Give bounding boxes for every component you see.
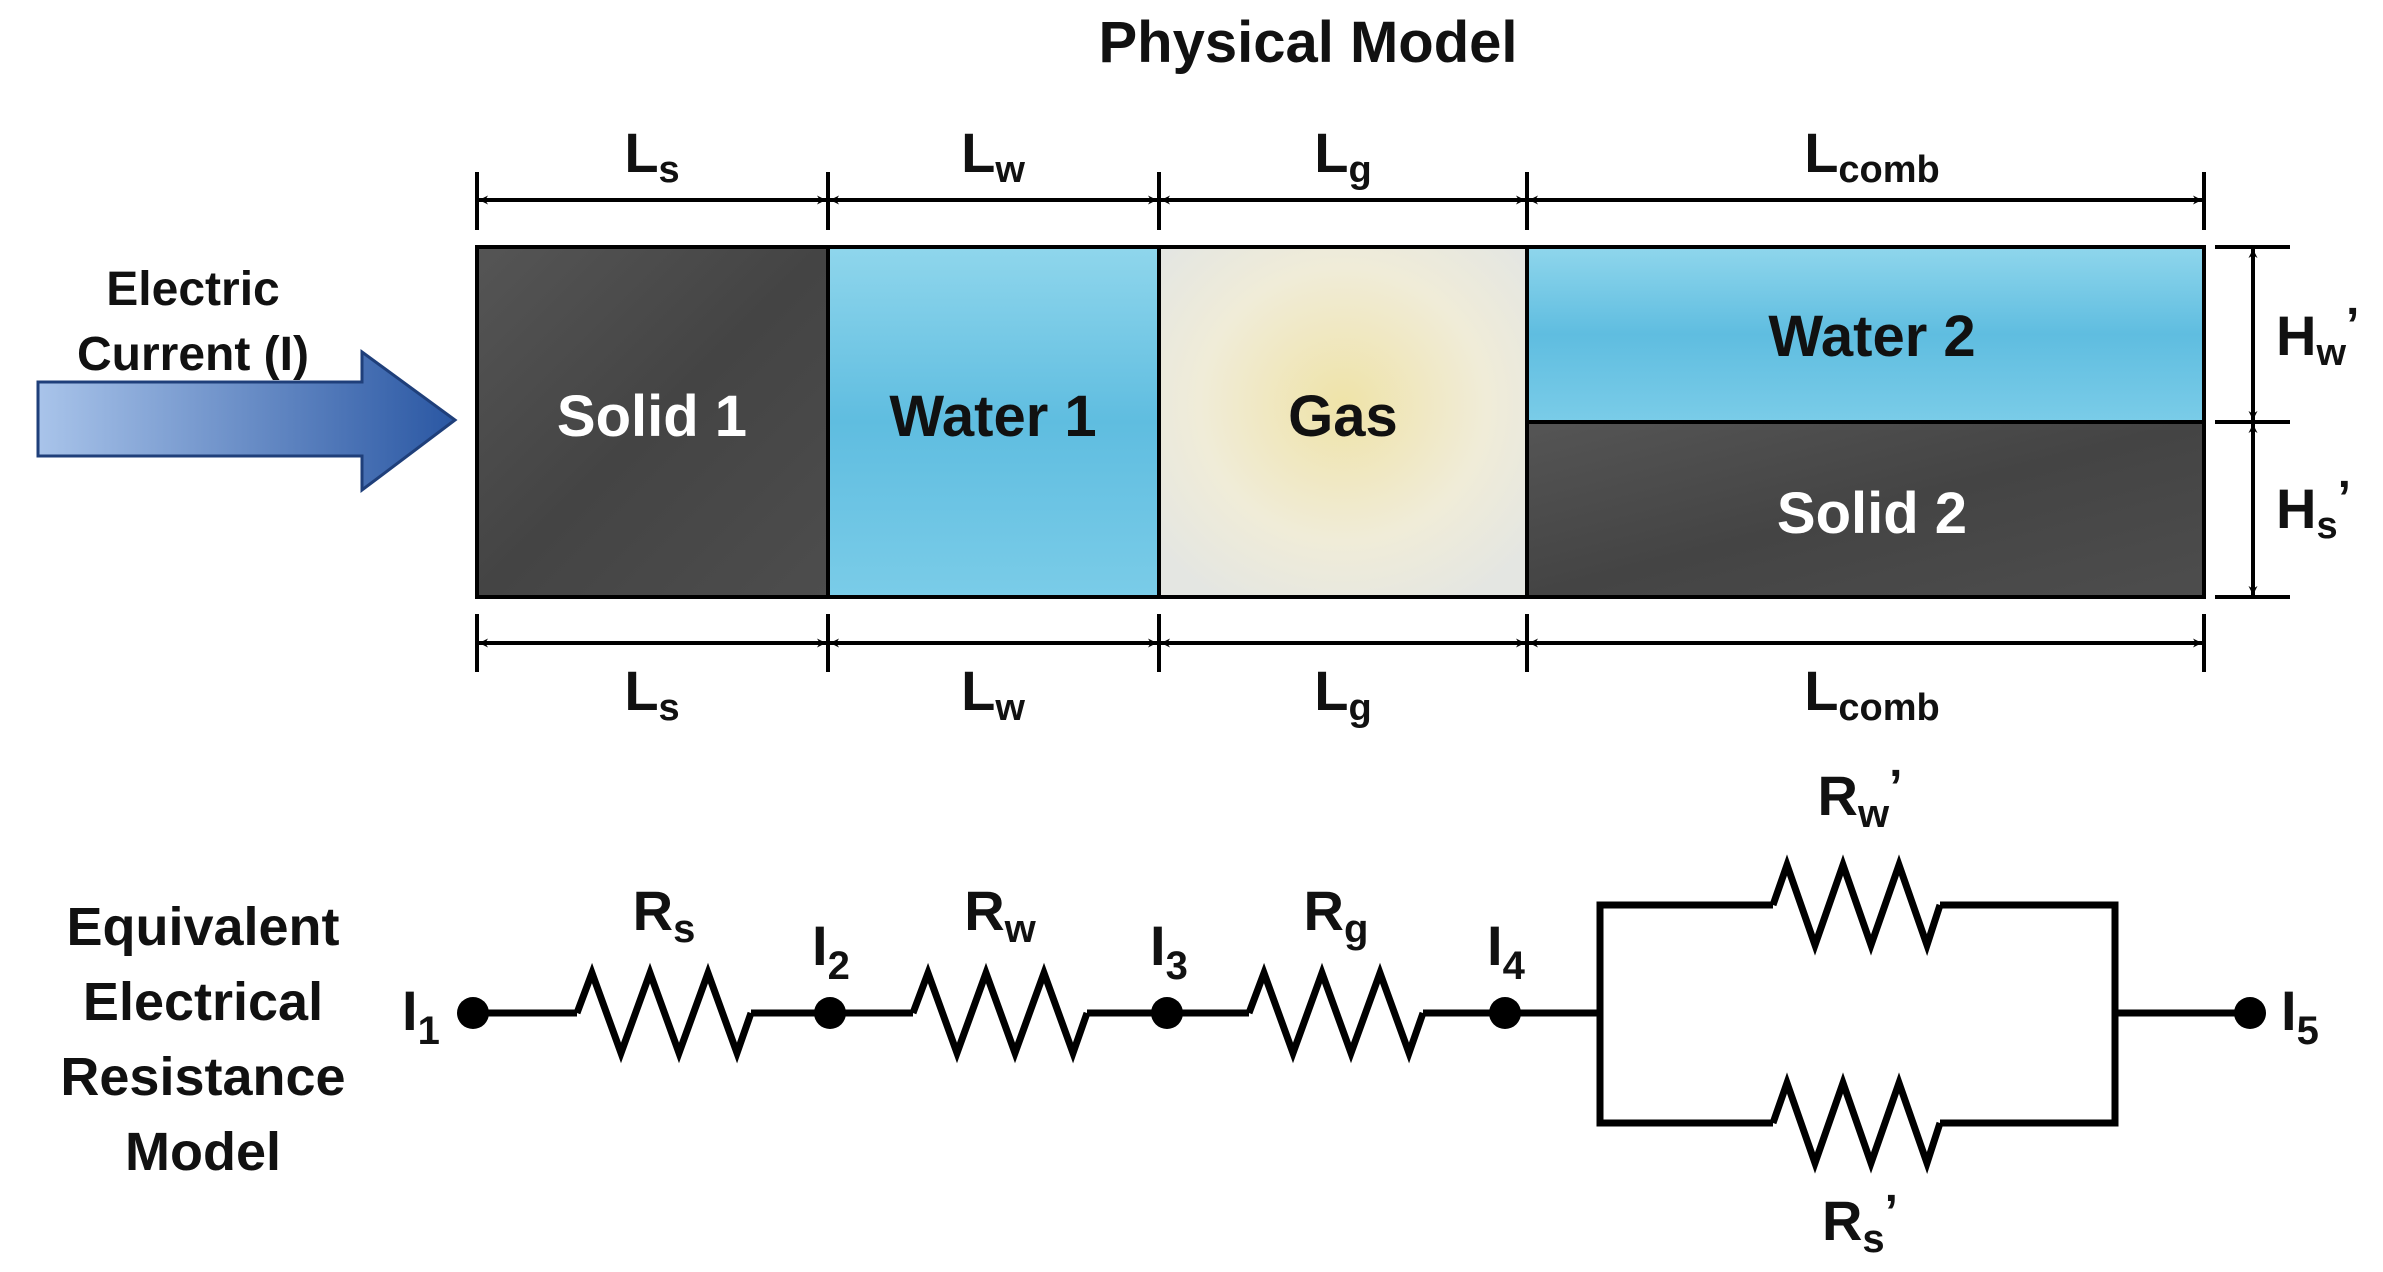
model-label-line1: Equivalent — [66, 897, 339, 957]
node-I1 — [457, 997, 489, 1029]
dim-top-Lcomb: Lcomb — [1804, 121, 1940, 191]
model-label-line4: Model — [125, 1122, 281, 1182]
region-solid-2 — [1527, 422, 2204, 597]
region-solid-1 — [477, 247, 828, 597]
page-title: Physical Model — [1098, 10, 1517, 75]
dim-bottom-Lcomb: Lcomb — [1804, 659, 1940, 729]
node-I2 — [814, 997, 846, 1029]
model-label-line3: Resistance — [60, 1047, 345, 1107]
current-arrow — [36, 349, 458, 494]
node-label-I3: I3 — [1150, 914, 1188, 988]
resistor-Rw — [909, 962, 1091, 1064]
label-solid-1: Solid 1 — [557, 384, 747, 449]
current-label-line1: Electric — [106, 263, 279, 316]
label-gas: Gas — [1288, 384, 1398, 449]
node-label-I1: I1 — [402, 979, 440, 1053]
dim-bottom-Ls: Ls — [624, 659, 679, 729]
node-label-I4: I4 — [1487, 914, 1526, 988]
resistor-Rs-prime — [1769, 1072, 1944, 1174]
label-water-2: Water 2 — [1768, 304, 1975, 369]
node-I4 — [1489, 997, 1521, 1029]
dim-top-Ls: Ls — [624, 121, 679, 191]
dim-top-Lg: Lg — [1314, 121, 1371, 191]
dim-Hs: Hs’ — [2276, 472, 2351, 547]
region-borders — [475, 245, 2206, 599]
resistor-label-Rg: Rg — [1304, 879, 1369, 951]
vertical-dimension-lines — [2215, 245, 2290, 599]
dim-top-Lw: Lw — [961, 121, 1025, 191]
resistor-Rs — [573, 962, 755, 1064]
node-label-I5: I5 — [2281, 979, 2319, 1053]
node-I3 — [1151, 997, 1183, 1029]
resistor-label-Rs: Rs — [633, 879, 696, 951]
node-I5 — [2234, 997, 2266, 1029]
label-solid-2: Solid 2 — [1777, 481, 1967, 546]
region-water-2 — [1527, 247, 2204, 422]
current-label-line2: Current (I) — [77, 328, 309, 381]
resistor-Rw-prime — [1769, 854, 1944, 956]
bottom-dimension-lines — [475, 614, 2206, 672]
dim-Hw: Hw’ — [2276, 299, 2359, 374]
dim-bottom-Lw: Lw — [961, 659, 1025, 729]
model-label-line2: Electrical — [83, 972, 323, 1032]
node-label-I2: I2 — [812, 914, 850, 988]
resistor-label-Rw: Rw — [964, 879, 1036, 951]
label-water-1: Water 1 — [889, 384, 1096, 449]
top-dimension-lines — [475, 172, 2206, 230]
dim-bottom-Lg: Lg — [1314, 659, 1371, 729]
resistor-label-Rw-prime: Rw’ — [1818, 761, 1903, 836]
region-gas — [1159, 247, 1527, 597]
region-water-1 — [828, 247, 1159, 597]
resistor-Rg — [1245, 962, 1427, 1064]
resistor-label-Rs-prime: Rs’ — [1822, 1186, 1898, 1261]
